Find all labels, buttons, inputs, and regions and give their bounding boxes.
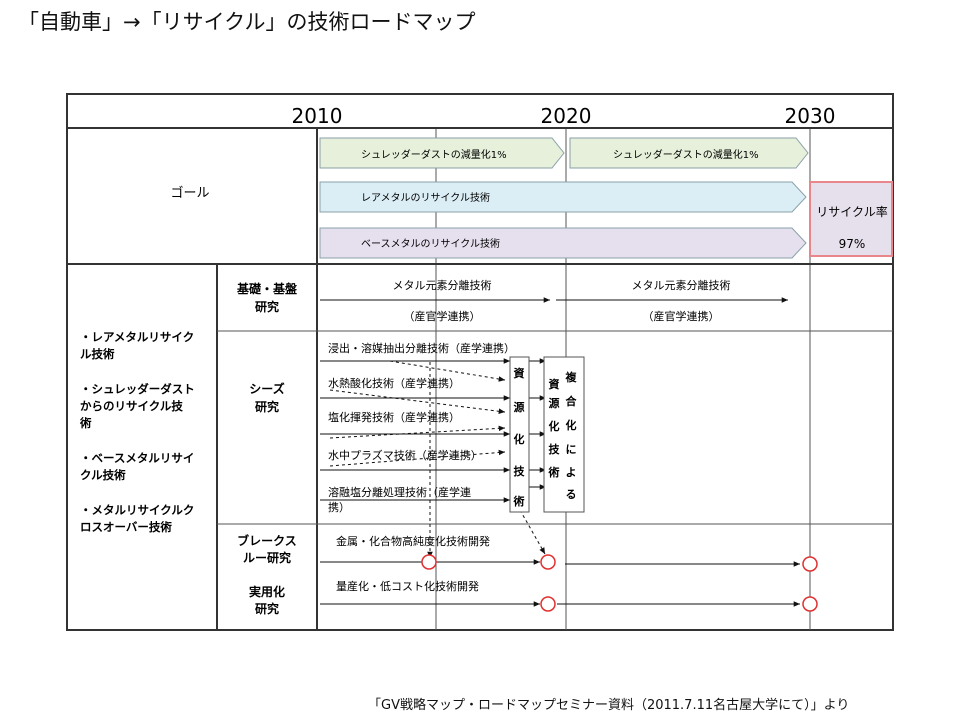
theme-line: ロスオーバー技術 [80, 520, 172, 534]
breakthrough-item: 金属・化合物高純度化技術開発 [336, 534, 490, 548]
phase-basic-line2: 研究 [255, 299, 279, 314]
box2-char: よ [566, 466, 577, 479]
seeds-items: 浸出・溶媒抽出分離技術（産学連携） 水熱酸化技術（産学連携） 塩化揮発技術（産学… [328, 341, 515, 514]
theme-line: からのリサイクル技 [80, 399, 183, 413]
goal-target-line2: 97% [839, 237, 866, 251]
composite-tech-text: 資 源 化 技 術 複 合 化 に よ る [548, 370, 578, 501]
goal-bar-base-metal-label: ベースメタルのリサイクル技術 [361, 237, 500, 250]
box2-char: 化 [566, 418, 577, 432]
theme-list: ・レアメタルリサイク ル技術 ・シュレッダーダスト からのリサイクル技 術 ・ベ… [79, 330, 195, 534]
phase-lines [217, 330, 893, 525]
theme-line: ・メタルリサイクルク [80, 503, 194, 517]
basic-right-sublabel: （産官学連携） [643, 309, 720, 323]
resource-tech-box [509, 356, 530, 513]
goal-label: ゴール [170, 185, 209, 201]
roadmap-frame [66, 93, 894, 631]
resource-tech-text: 資 源 化 技 術 [513, 366, 526, 508]
theme-line: クル技術 [80, 468, 126, 482]
phase-seeds-line2: 研究 [255, 399, 279, 414]
box1-char: 源 [514, 400, 525, 414]
box1-char: 資 [514, 366, 525, 380]
goal-bar-shredder-1-label: シュレッダーダストの減量化1% [361, 148, 507, 161]
goal-bar-shredder-2 [569, 137, 809, 169]
table-lines [67, 127, 893, 630]
box2-char: 術 [548, 465, 560, 479]
box2-char: 複 [565, 370, 578, 384]
seeds-dashed-arrows [329, 360, 546, 558]
theme-line: ・レアメタルリサイク [80, 330, 194, 344]
phase-practical-line1: 実用化 [249, 584, 285, 599]
theme-line: ・ベースメタルリサイ [80, 451, 194, 465]
milestone-circle [802, 556, 818, 572]
goal-bar-shredder-1 [319, 137, 565, 169]
goal-target-box [809, 181, 893, 257]
box1-char: 化 [514, 432, 525, 446]
goal-target-line1: リサイクル率 [816, 204, 887, 219]
box2-char: 合 [566, 394, 578, 408]
milestone-circle [802, 596, 818, 612]
milestone-circle [421, 554, 437, 570]
seeds-item: 溶融塩分離処理技術（産学連 [328, 485, 471, 499]
theme-line: ・シュレッダーダスト [80, 382, 195, 396]
practical-item: 量産化・低コスト化技術開発 [336, 579, 479, 593]
theme-line: ル技術 [80, 347, 115, 361]
phase-breakthrough-line1: ブレークス [237, 533, 297, 548]
phase-practical-line2: 研究 [255, 601, 279, 616]
seeds-item: 水熱酸化技術（産学連携） [328, 376, 460, 390]
basic-left-label: メタル元素分離技術 [393, 278, 492, 292]
source-caption: 「GV戦略マップ・ロードマップセミナー資料（2011.7.11名古屋大学にて）」… [368, 698, 850, 713]
box2-char: 資 [549, 377, 560, 391]
seeds-item: 塩化揮発技術（産学連携） [328, 410, 460, 424]
box2-char: 技 [549, 442, 561, 456]
basic-right-label: メタル元素分離技術 [632, 278, 731, 292]
basic-row: メタル元素分離技術 （産官学連携） メタル元素分離技術 （産官学連携） [320, 278, 788, 323]
basic-left-sublabel: （産官学連携） [404, 309, 481, 323]
year-2020: 2020 [541, 104, 592, 128]
composite-tech-box [543, 356, 585, 513]
goal-bar-base-metal [319, 227, 807, 259]
seeds-item: 携） [328, 500, 350, 514]
milestones [421, 554, 818, 612]
year-2030: 2030 [785, 104, 836, 128]
phase-breakthrough-line2: ルー研究 [243, 550, 291, 565]
box2-char: 化 [549, 419, 560, 433]
theme-line: 術 [79, 416, 92, 430]
seeds-item: 水中プラズマ技術（産学連携） [328, 448, 482, 462]
goal-bar-rare-metal-label: レアメタルのリサイクル技術 [361, 191, 490, 204]
box2-char: る [566, 488, 577, 501]
goal-bar-shredder-2-label: シュレッダーダストの減量化1% [613, 148, 759, 161]
box1-char: 術 [513, 494, 525, 508]
phase-basic-line1: 基礎・基盤 [236, 281, 298, 296]
seeds-item: 浸出・溶媒抽出分離技術（産学連携） [328, 341, 515, 355]
box1-char: 技 [514, 464, 526, 478]
year-2010: 2010 [292, 104, 343, 128]
goal-bar-rare-metal [319, 181, 807, 213]
box2-char: 源 [549, 396, 560, 410]
page-title: 「自動車」→「リサイクル」の技術ロードマップ [18, 10, 476, 34]
phase-labels: 基礎・基盤 研究 シーズ 研究 ブレークス ルー研究 実用化 研究 [236, 281, 298, 616]
seeds-arrows [320, 358, 546, 503]
milestone-circle [540, 596, 556, 612]
phase-seeds-line1: シーズ [249, 381, 284, 396]
milestone-circle [540, 554, 556, 570]
box2-char: に [566, 443, 577, 456]
